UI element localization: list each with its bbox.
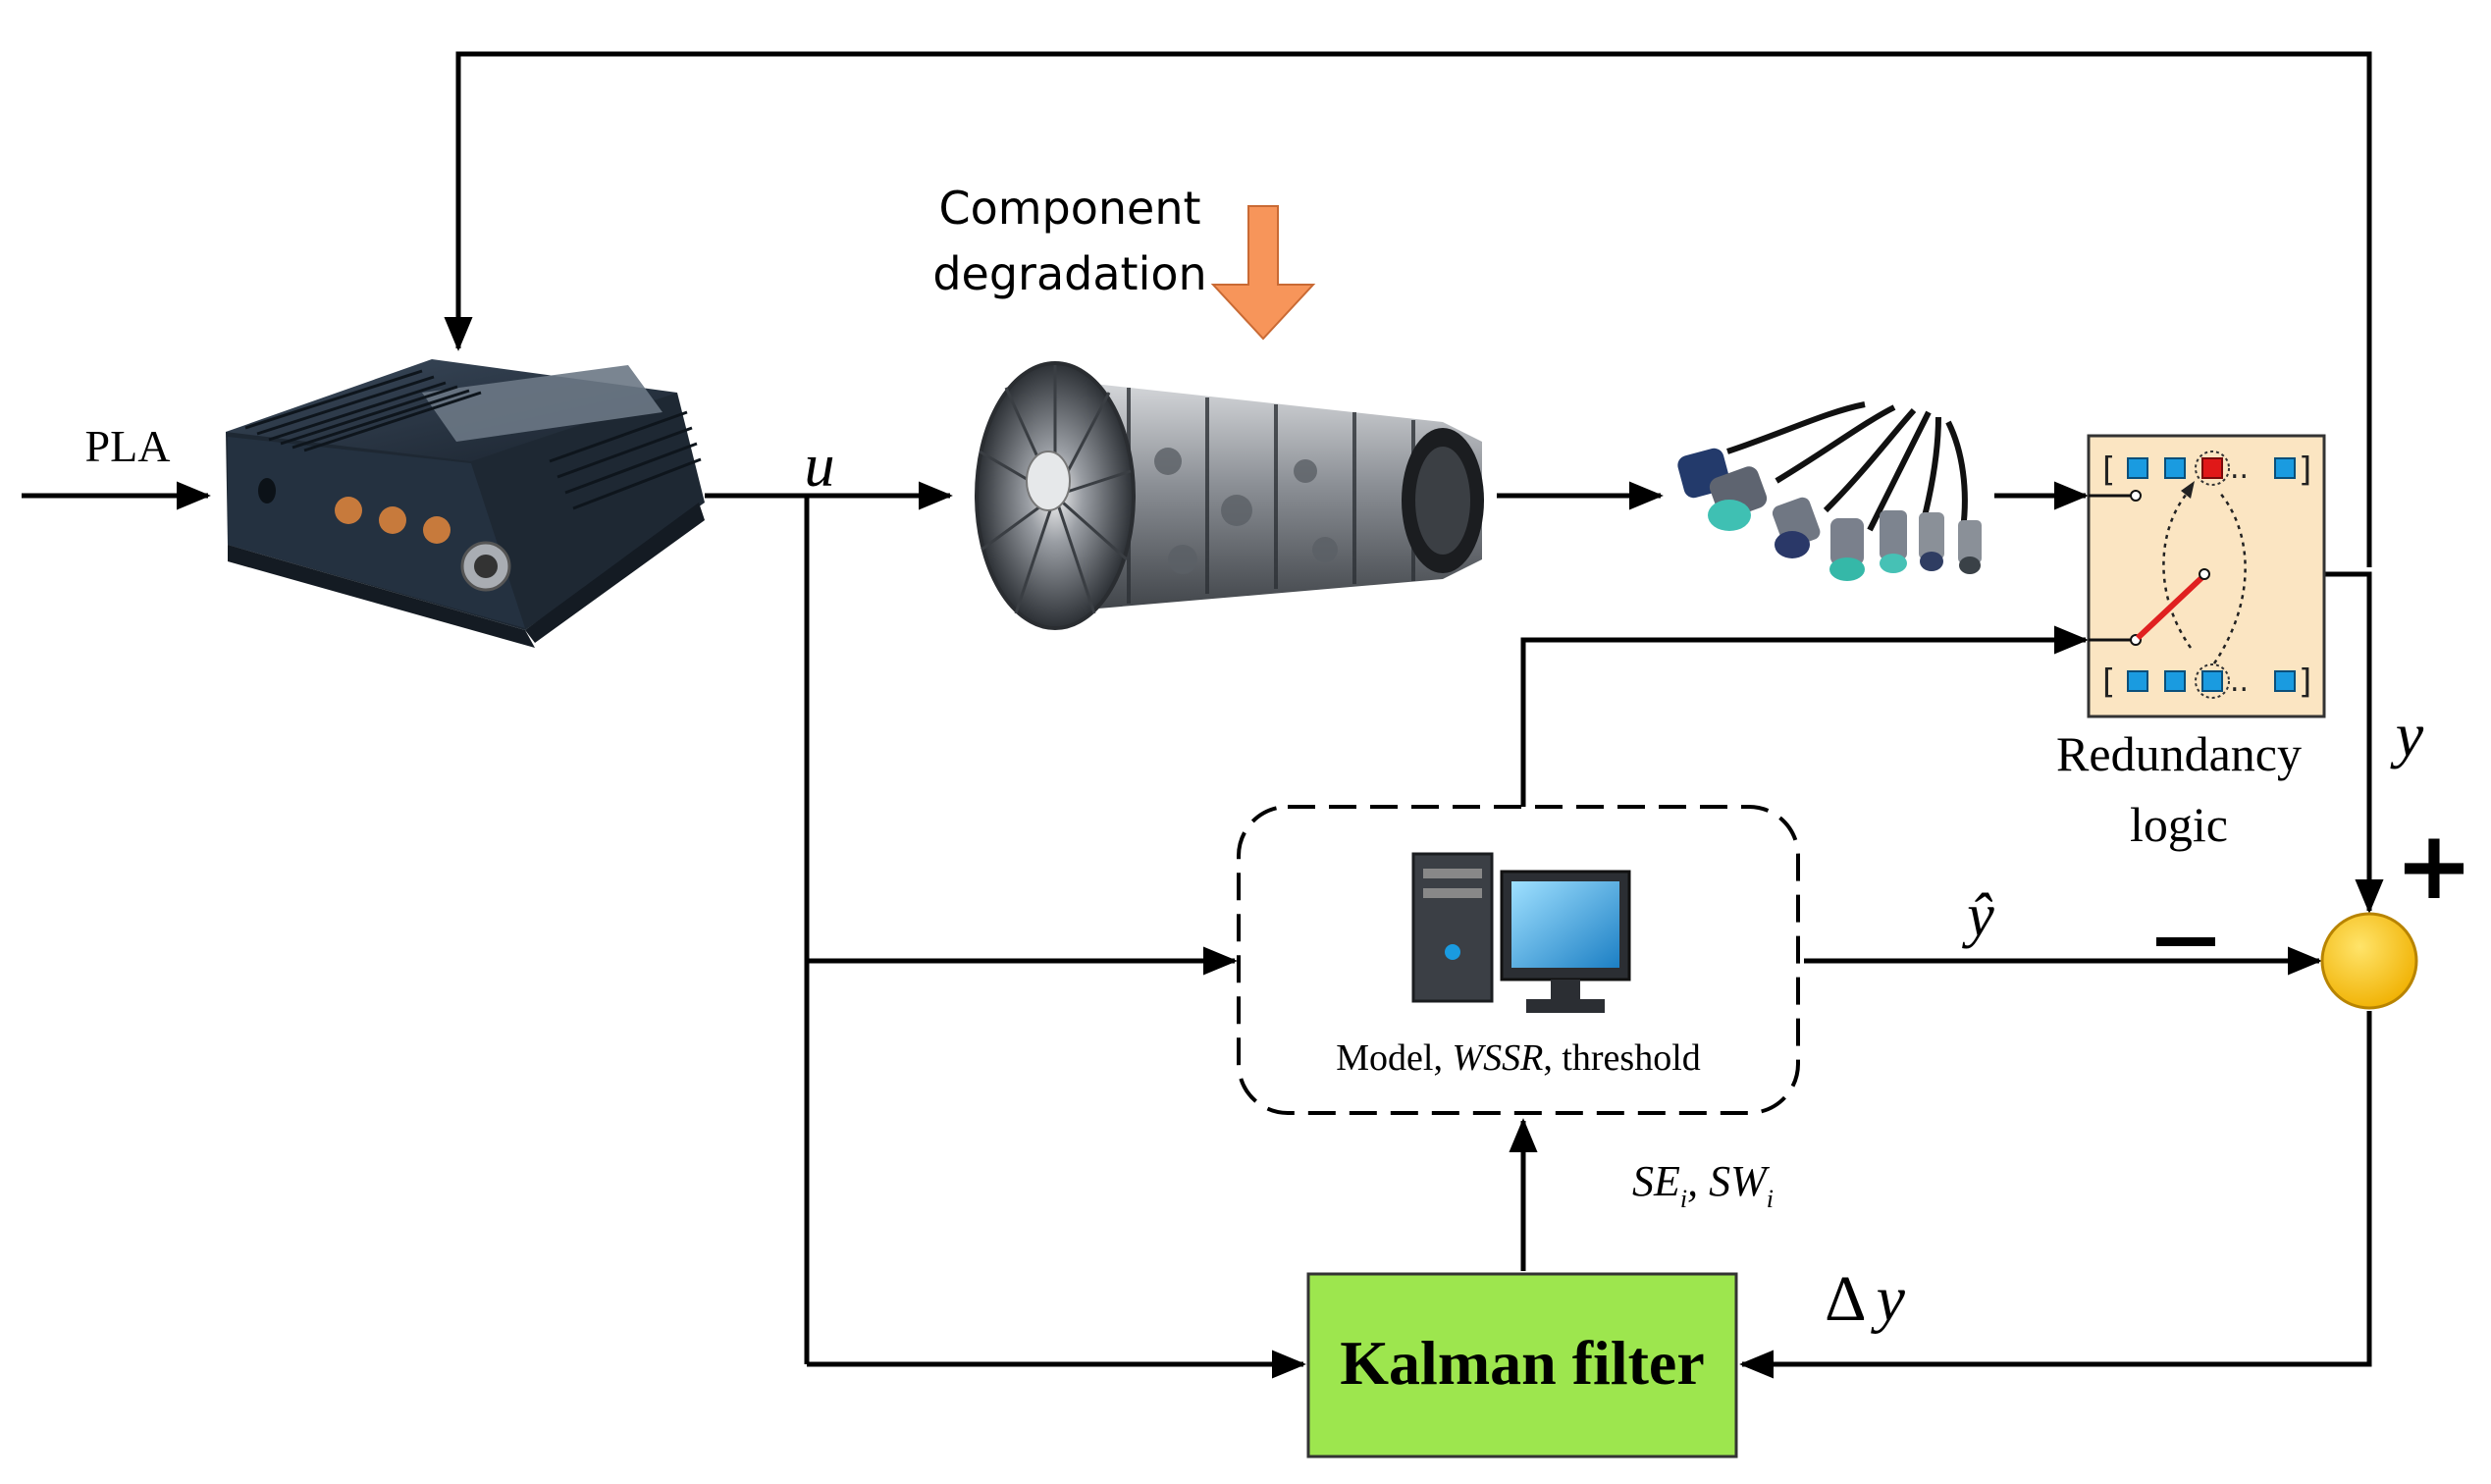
residual-arrow [1739, 1011, 2372, 1379]
ecu-box-icon [226, 359, 705, 648]
svg-text:[: [ [2102, 662, 2115, 702]
model-to-redundancy-arrow [1520, 625, 2089, 807]
computer-icon [1411, 852, 1631, 1013]
svg-text:[: [ [2102, 450, 2115, 490]
svg-text:]: ] [2299, 662, 2311, 702]
svg-text:..: .. [2230, 664, 2249, 699]
svg-text:..: .. [2230, 451, 2249, 486]
redundancy-label-line1: Redundancy [2056, 726, 2302, 781]
kalman-filter-label: Kalman filter [1340, 1328, 1704, 1398]
minus-sign [2156, 937, 2215, 946]
degradation-label-line2: degradation [932, 247, 1206, 300]
y-label: y [2390, 700, 2424, 769]
plus-sign: + [2395, 811, 2473, 921]
degradation-arrow [1210, 205, 1316, 341]
summing-junction [2320, 912, 2418, 1010]
redundancy-logic-block: [ ] .. [ ] .. [2087, 434, 2326, 718]
se-sw-label: SEi, SWi [1632, 1157, 1774, 1213]
model-caption: Model, WSSR, threshold [1336, 1037, 1701, 1079]
svg-text:]: ] [2299, 450, 2311, 490]
redundancy-label-line2: logic [2130, 797, 2228, 852]
u-label: u [805, 433, 835, 500]
kalman-filter-block [1306, 1272, 1738, 1458]
sensors-icon [1677, 401, 1982, 581]
feedback-wire-top [444, 51, 2372, 567]
degradation-label-line1: Component [938, 182, 1200, 235]
pla-label: PLA [85, 421, 171, 471]
minus-sign-text: − [2182, 942, 2190, 953]
turbofan-engine-icon [975, 361, 1484, 630]
y-hat-label: ŷ [1961, 882, 1994, 949]
